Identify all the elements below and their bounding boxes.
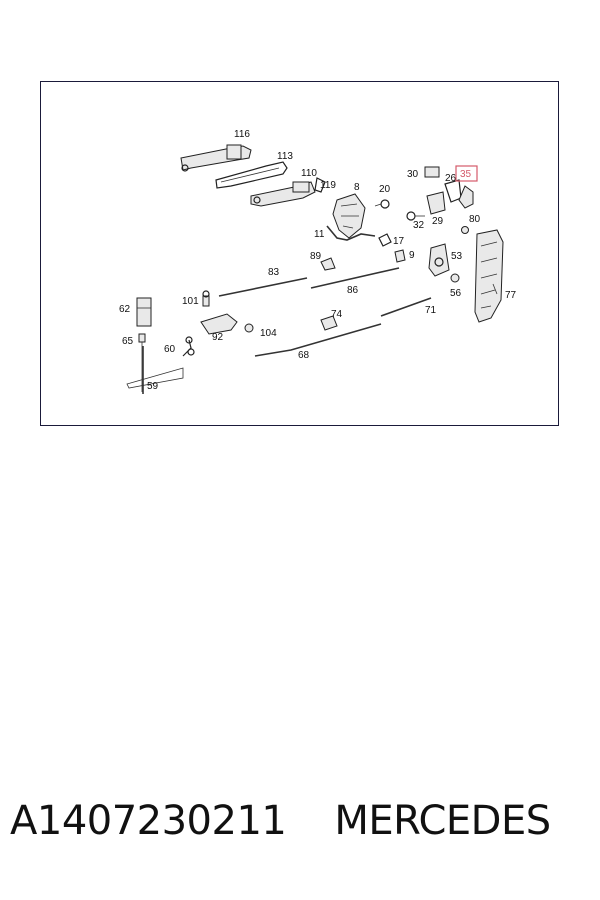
part-101-screw [202,290,210,307]
label-101: 101 [182,296,199,307]
part-119-clip [314,177,326,193]
label-86: 86 [347,285,359,296]
parts-diagram: 116 113 110 119 8 20 30 26 35 80 11 17 3… [40,81,559,426]
label-35-highlighted: 35 [460,169,472,180]
label-56: 56 [450,288,462,299]
label-71: 71 [425,305,437,316]
part-77-trim-panel [474,229,504,323]
part-35-plate [458,185,474,209]
label-62: 62 [119,304,131,315]
part-32-screw [406,211,425,221]
part-11-lock-rod [326,225,376,241]
label-92: 92 [212,332,224,343]
label-77: 77 [505,290,517,301]
label-104: 104 [260,328,277,339]
part-30-block [424,166,440,178]
part-number: A1407230211 [10,798,287,844]
part-60-bellcrank [182,336,195,357]
exploded-view-drawing: 116 113 110 119 8 20 30 26 35 80 11 17 3… [119,129,517,394]
part-71-rod [380,297,432,317]
label-113: 113 [277,151,293,162]
part-116-outer-handle [180,144,252,172]
part-62-housing [136,297,152,327]
part-86-rod [310,267,400,289]
label-26: 26 [445,173,457,184]
label-119: 119 [320,180,336,191]
label-65: 65 [122,336,134,347]
part-68-rod [254,323,382,357]
label-89: 89 [310,251,322,262]
brand-name: MERCEDES [334,798,551,844]
part-9-clip [394,249,406,263]
label-116: 116 [234,129,250,140]
part-104-screw [244,323,254,333]
part-74-clip [320,315,338,331]
part-56-screw [450,273,460,283]
label-29: 29 [432,216,444,227]
label-74: 74 [331,309,343,320]
part-20-screw [374,199,390,209]
highlight-box-35 [455,165,478,182]
part-8-door-lock [332,193,366,239]
part-59-rod [126,346,184,394]
label-30: 30 [407,169,419,180]
part-113-handle-seal [215,161,288,189]
label-8: 8 [354,182,360,193]
callout-labels: 116 113 110 119 8 20 30 26 35 80 11 17 3… [119,129,517,392]
label-9: 9 [409,250,415,261]
label-110: 110 [301,168,317,179]
part-89-clip [320,257,336,271]
label-20: 20 [379,184,391,195]
label-60: 60 [164,344,176,355]
label-83: 83 [268,267,280,278]
part-caption: A1407230211 MERCEDES [10,798,595,868]
part-65-screw [138,333,146,392]
part-80-screw [461,226,469,234]
label-68: 68 [298,350,310,361]
label-80: 80 [469,214,481,225]
label-17: 17 [393,236,405,247]
part-83-rod [218,277,308,297]
part-53-striker [428,243,450,277]
part-17-clip [378,233,392,247]
label-59: 59 [147,381,159,392]
part-29-bracket [426,191,446,215]
label-32: 32 [413,220,425,231]
label-53: 53 [451,251,463,262]
part-110-handle-carrier [250,181,316,207]
part-92-lever [200,313,238,335]
label-11: 11 [314,229,325,240]
